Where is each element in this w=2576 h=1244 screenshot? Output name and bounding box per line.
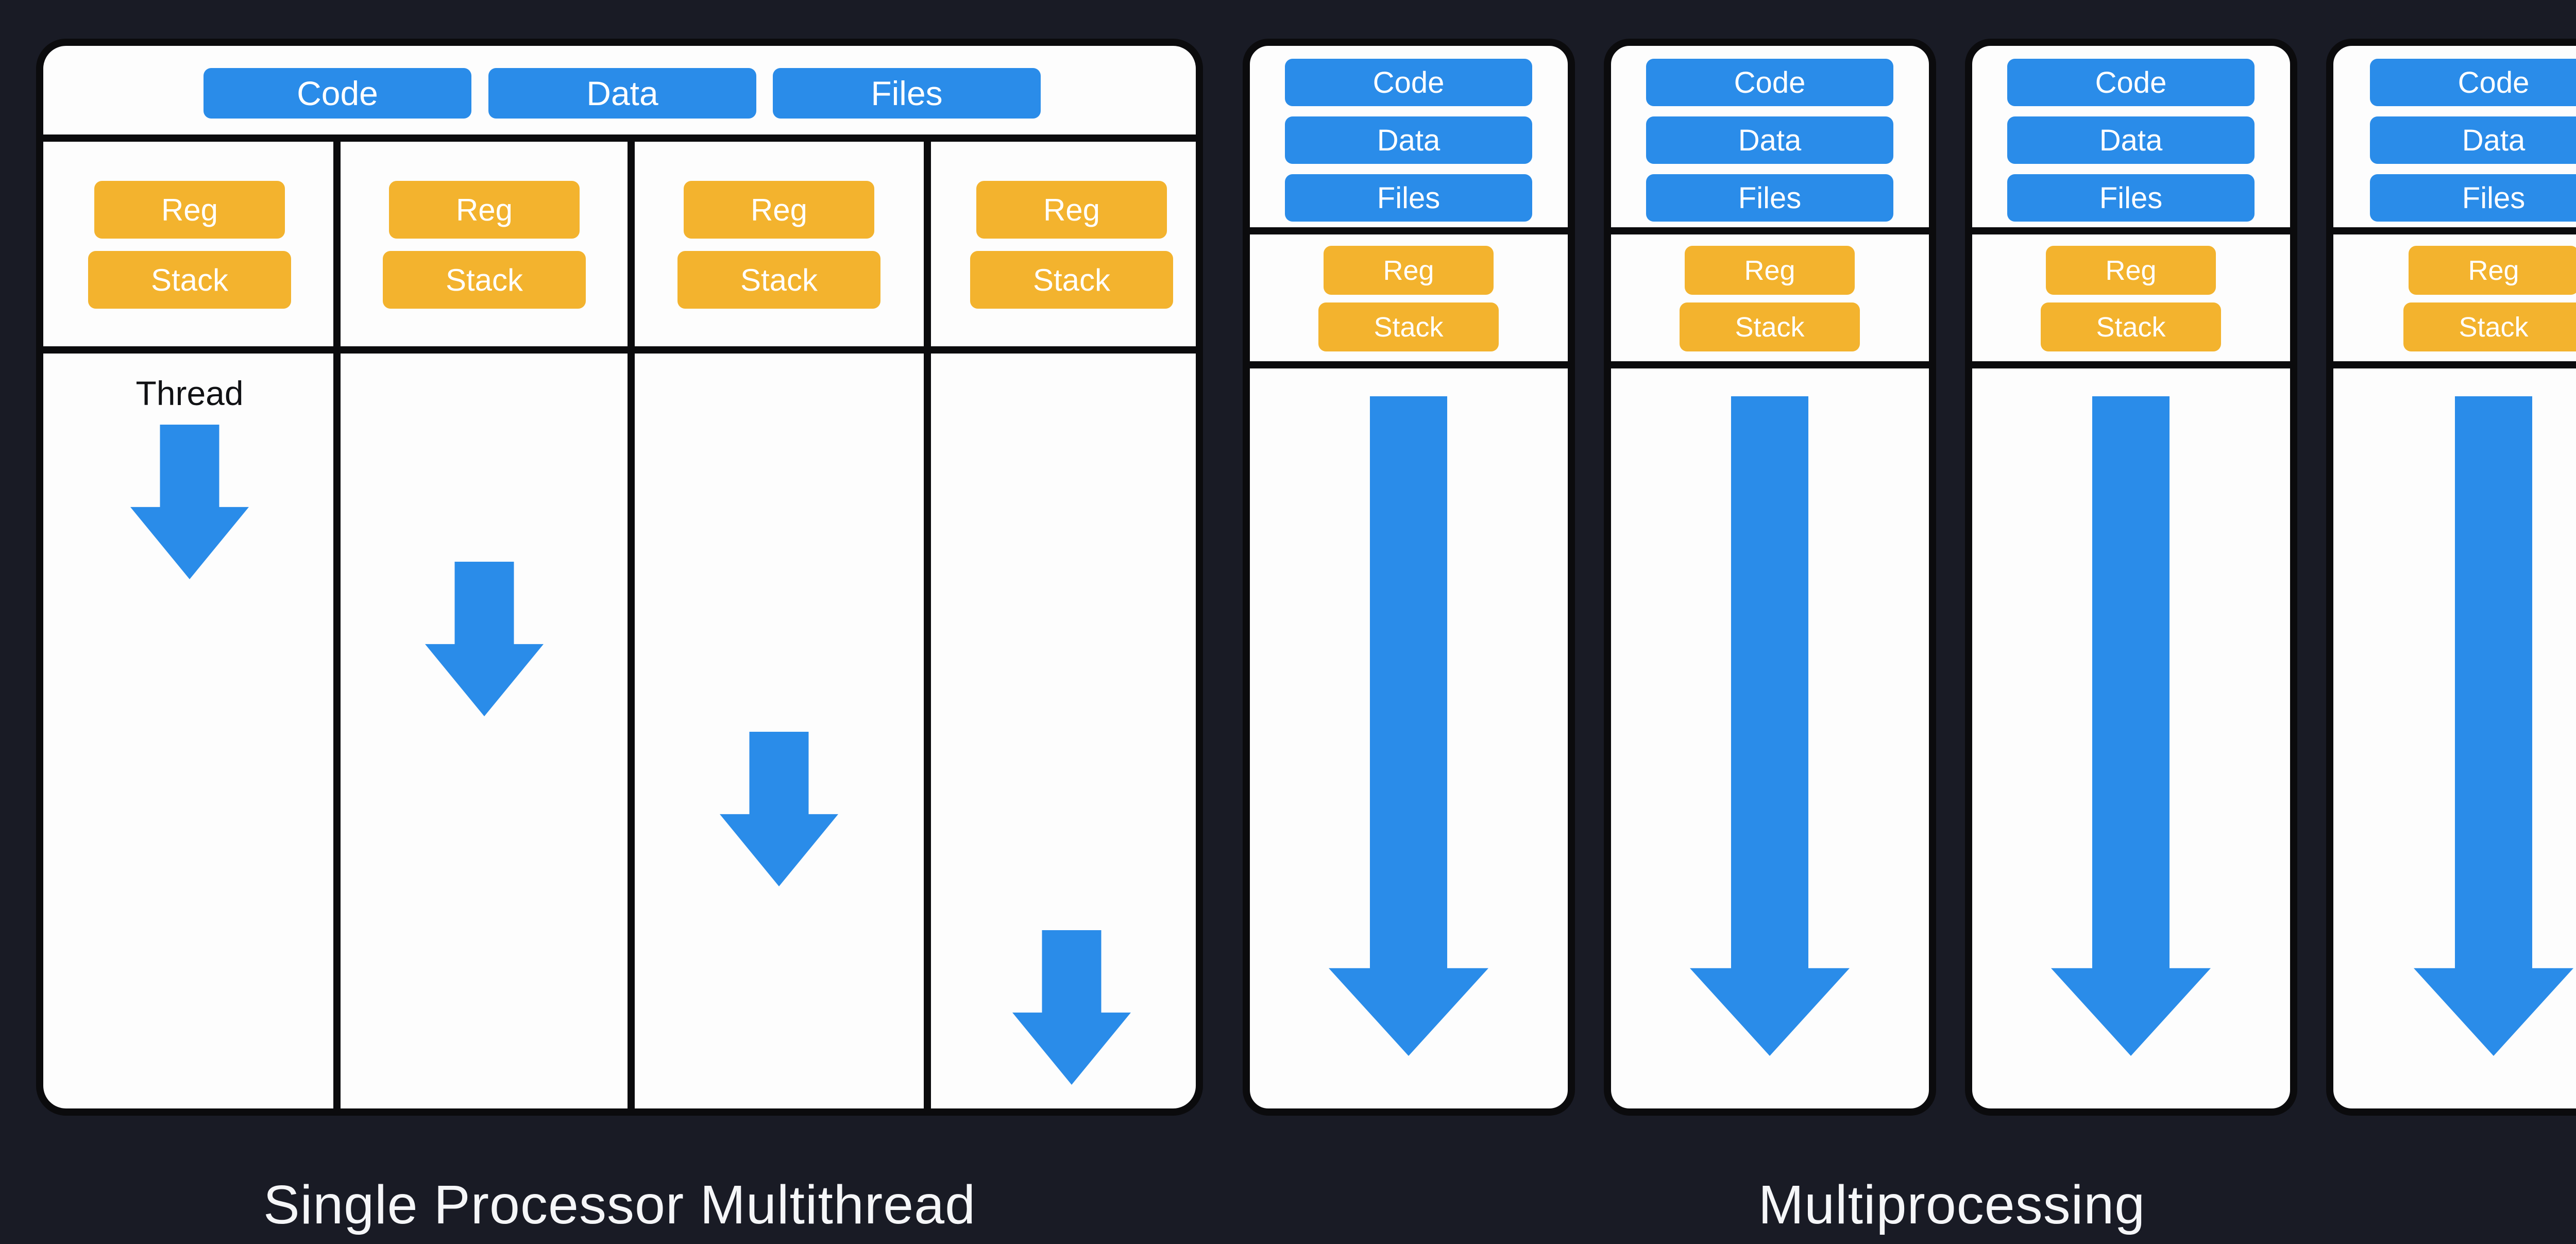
memory-block-code-label: Code [2095,65,2167,99]
process1-execution-arrow [1329,396,1488,1056]
thread1-reg-block: Reg [94,181,285,239]
thread2-stack-block: Stack [383,251,586,309]
registers-divider [2333,361,2576,368]
header-divider [2333,227,2576,234]
panel-process-1: Code Data Files Reg Stack [1243,39,1575,1116]
registers-divider [1972,361,2290,368]
memory-block-data: Data [488,68,756,119]
stack-label: Stack [2459,311,2529,343]
memory-block-data-label: Data [2099,123,2163,157]
memory-block-data-label: Data [2462,123,2526,157]
panel-single-processor-multithread: Code Data Files Reg Stack Reg Stack Reg … [36,39,1203,1116]
column-divider [628,135,635,1108]
memory-block-code: Code [1646,59,1893,106]
memory-block-code: Code [2007,59,2255,106]
memory-block-data-label: Data [1738,123,1802,157]
memory-block-files-label: Files [1377,181,1440,215]
memory-block-files: Files [1646,174,1893,222]
memory-block-code-label: Code [1372,65,1445,99]
memory-block-code: Code [1285,59,1532,106]
memory-block-files-label: Files [871,74,943,112]
thread3-reg-block: Reg [684,181,874,239]
registers-divider [43,346,1196,354]
memory-block-code-label: Code [1734,65,1806,99]
stack-block: Stack [2041,302,2221,351]
memory-block-data: Data [1646,116,1893,164]
thread2-execution-arrow [425,562,544,716]
thread4-stack-block: Stack [970,251,1173,309]
reg-block: Reg [1685,246,1855,295]
memory-block-data-label: Data [1377,123,1440,157]
memory-block-files-label: Files [2099,181,2163,215]
thread1-reg-label: Reg [161,192,218,227]
memory-block-code: Code [204,68,471,119]
memory-block-files: Files [2007,174,2255,222]
memory-block-data: Data [1285,116,1532,164]
caption-multiprocessing: Multiprocessing [1758,1174,2146,1235]
thread2-reg-label: Reg [455,192,513,227]
caption-multithread: Single Processor Multithread [263,1174,976,1235]
column-divider [924,135,931,1108]
thread2-reg-block: Reg [389,181,580,239]
memory-block-files: Files [2370,174,2576,222]
header-divider [1250,227,1568,234]
stack-block: Stack [1680,302,1860,351]
memory-block-data: Data [2007,116,2255,164]
stack-label: Stack [2096,311,2166,343]
thread1-execution-arrow [130,425,249,579]
thread1-stack-block: Stack [88,251,291,309]
thread-label: Thread [135,374,244,412]
registers-divider [1611,361,1929,368]
memory-block-code-label: Code [2458,65,2530,99]
thread4-reg-label: Reg [1043,192,1100,227]
stack-label: Stack [1374,311,1444,343]
column-divider [333,135,341,1108]
panel-process-2: Code Data Files Reg Stack [1604,39,1936,1116]
thread1-stack-label: Stack [150,262,229,297]
reg-label: Reg [1744,255,1795,286]
process3-execution-arrow [2051,396,2211,1056]
thread3-execution-arrow [720,732,838,886]
reg-label: Reg [1383,255,1434,286]
header-divider [1972,227,2290,234]
reg-label: Reg [2468,255,2519,286]
memory-block-files: Files [773,68,1041,119]
memory-block-code: Code [2370,59,2576,106]
header-divider [43,135,1196,142]
memory-block-code-label: Code [297,74,378,112]
reg-block: Reg [2046,246,2216,295]
thread3-reg-label: Reg [750,192,808,227]
memory-block-files-label: Files [1738,181,1802,215]
memory-block-files-label: Files [2462,181,2526,215]
thread3-stack-label: Stack [740,262,818,297]
memory-block-data: Data [2370,116,2576,164]
reg-block: Reg [2409,246,2576,295]
stack-block: Stack [1318,302,1499,351]
header-divider [1611,227,1929,234]
thread2-stack-label: Stack [445,262,523,297]
thread3-stack-block: Stack [677,251,880,309]
thread4-stack-label: Stack [1032,262,1111,297]
registers-divider [1250,361,1568,368]
reg-block: Reg [1324,246,1494,295]
memory-block-data-label: Data [586,74,658,112]
process2-execution-arrow [1690,396,1850,1056]
reg-label: Reg [2105,255,2157,286]
process4-execution-arrow [2414,396,2573,1056]
stack-label: Stack [1735,311,1805,343]
panel-process-3: Code Data Files Reg Stack [1965,39,2297,1116]
memory-block-files: Files [1285,174,1532,222]
thread4-reg-block: Reg [976,181,1167,239]
stack-block: Stack [2403,302,2576,351]
thread4-execution-arrow [1012,930,1131,1085]
panel-process-4: Code Data Files Reg Stack [2326,39,2576,1116]
